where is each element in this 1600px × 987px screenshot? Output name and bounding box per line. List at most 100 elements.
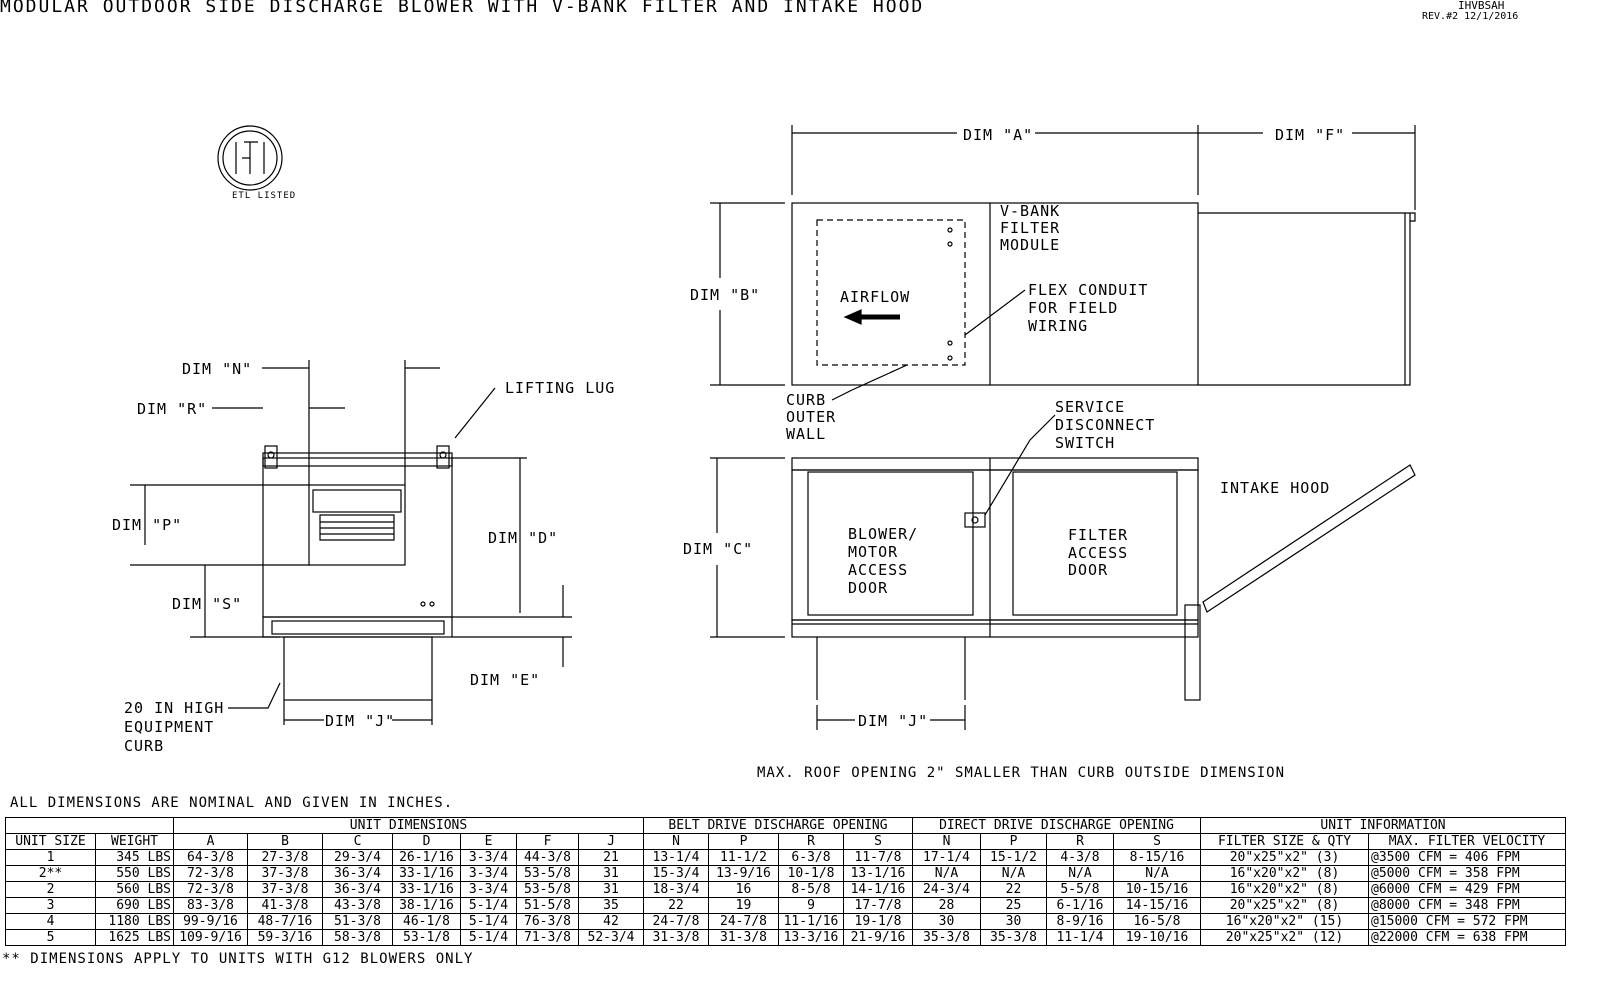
table-cell: 38-1/16 [392, 897, 461, 914]
filter-access-door [1012, 471, 1178, 616]
column-header: N [912, 833, 981, 850]
column-header: S [843, 833, 913, 850]
table-cell: 43-3/8 [322, 897, 393, 914]
table-cell: 21-9/16 [843, 929, 913, 946]
table-cell: 14-1/16 [843, 881, 913, 898]
drawing-title: MODULAR OUTDOOR SIDE DISCHARGE BLOWER WI… [0, 0, 925, 17]
table-cell: 20"x25"x2" (12) [1200, 929, 1369, 946]
table-cell: 22 [980, 881, 1047, 898]
filter-module-label: MODULE [1000, 236, 1060, 254]
group-header: BELT DRIVE DISCHARGE OPENING [643, 817, 913, 834]
filter-door-label: ACCESS [1068, 544, 1128, 562]
table-cell: 19 [708, 897, 779, 914]
filter-module-label: V-BANK [1000, 202, 1060, 220]
table-cell: 19-1/8 [843, 913, 913, 930]
column-header: B [247, 833, 323, 850]
table-cell: 21 [578, 849, 644, 866]
table-cell: @3500 CFM = 406 FPM [1368, 849, 1566, 866]
column-header: D [392, 833, 461, 850]
blower-access-door [807, 471, 974, 616]
table-cell: 1625 LBS [95, 929, 174, 946]
table-cell: 30 [912, 913, 981, 930]
lifting-lug-right [436, 445, 450, 469]
table-cell: 58-3/8 [322, 929, 393, 946]
column-header: E [460, 833, 517, 850]
table-cell: 9 [778, 897, 844, 914]
table-cell: 24-7/8 [643, 913, 709, 930]
table-cell: 29-3/4 [322, 849, 393, 866]
flex-conduit-label: FOR FIELD [1028, 299, 1118, 317]
table-cell: 16"x20"x2" (15) [1200, 913, 1369, 930]
table-cell: 3-3/4 [460, 881, 517, 898]
service-switch-label: SWITCH [1055, 434, 1115, 452]
table-cell: 5-1/4 [460, 897, 517, 914]
intake-hood-label: INTAKE HOOD [1220, 479, 1330, 497]
table-cell: 51-3/8 [322, 913, 393, 930]
curb-note-line: EQUIPMENT [124, 718, 214, 736]
table-cell: 53-1/8 [392, 929, 461, 946]
table-cell: 27-3/8 [247, 849, 323, 866]
table-cell: 36-3/4 [322, 881, 393, 898]
table-cell: 71-3/8 [516, 929, 579, 946]
table-cell: 19-10/16 [1113, 929, 1201, 946]
table-cell: 41-3/8 [247, 897, 323, 914]
table-cell: 11-1/2 [708, 849, 779, 866]
table-cell: @5000 CFM = 358 FPM [1368, 865, 1566, 882]
side-elevation-view: DIM "N" DIM "R" DIM "P" DIM "S" DIM "D" … [112, 360, 615, 755]
table-cell: 8-9/16 [1046, 913, 1114, 930]
column-header: S [1113, 833, 1201, 850]
column-header: FILTER SIZE & QTY [1200, 833, 1369, 850]
table-cell: 22 [643, 897, 709, 914]
table-cell: N/A [980, 865, 1047, 882]
lifting-lug-label: LIFTING LUG [505, 379, 615, 397]
table-cell: 31 [578, 865, 644, 882]
g12-blower-note: ** DIMENSIONS APPLY TO UNITS WITH G12 BL… [2, 951, 474, 967]
filter-door-label: DOOR [1068, 561, 1108, 579]
table-cell: 24-3/4 [912, 881, 981, 898]
dim-f-label: DIM "F" [1275, 126, 1345, 144]
table-cell: 72-3/8 [173, 881, 248, 898]
revision-label: REV.#2 12/1/2016 [1422, 11, 1519, 22]
table-cell: 690 LBS [95, 897, 174, 914]
table-cell: 4 [5, 913, 96, 930]
table-cell: 31-3/8 [708, 929, 779, 946]
dim-j-label: DIM "J" [858, 712, 928, 730]
column-header: R [1046, 833, 1114, 850]
table-cell: 42 [578, 913, 644, 930]
table-cell: 26-1/16 [392, 849, 461, 866]
table-cell: @22000 CFM = 638 FPM [1368, 929, 1566, 946]
table-cell: 6-1/16 [1046, 897, 1114, 914]
table-cell: 5-1/4 [460, 929, 517, 946]
table-cell: 72-3/8 [173, 865, 248, 882]
table-cell: 64-3/8 [173, 849, 248, 866]
table-cell: 11-1/16 [778, 913, 844, 930]
dim-d-label: DIM "D" [488, 529, 558, 547]
table-cell: 59-3/16 [247, 929, 323, 946]
curb-wall-label: WALL [786, 425, 826, 443]
table-cell: 10-1/8 [778, 865, 844, 882]
filter-door-label: FILTER [1068, 526, 1128, 544]
flex-conduit-label: FLEX CONDUIT [1028, 281, 1148, 299]
table-cell: 53-5/8 [516, 881, 579, 898]
table-cell: 13-9/16 [708, 865, 779, 882]
curb-note-line: 20 IN HIGH [124, 699, 224, 717]
table-cell: 16 [708, 881, 779, 898]
table-cell: 5-1/4 [460, 913, 517, 930]
dim-a-label: DIM "A" [963, 126, 1033, 144]
table-cell: 13-3/16 [778, 929, 844, 946]
blower-opening [308, 484, 406, 566]
intake-hood [1202, 464, 1416, 613]
curb-wall-label: CURB [786, 391, 826, 409]
service-disconnect-switch [964, 512, 986, 528]
table-cell: 35-3/8 [980, 929, 1047, 946]
table-cell: 20"x25"x2" (8) [1200, 897, 1369, 914]
service-switch-label: DISCONNECT [1055, 416, 1155, 434]
table-cell: 345 LBS [95, 849, 174, 866]
table-cell: 48-7/16 [247, 913, 323, 930]
table-cell: 2** [5, 865, 96, 882]
table-cell: 76-3/8 [516, 913, 579, 930]
